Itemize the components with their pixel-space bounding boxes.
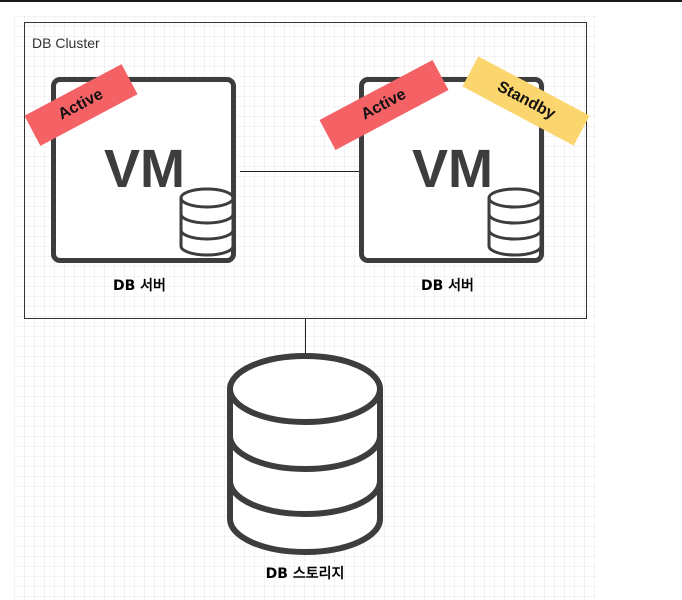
window-top-border	[0, 0, 682, 2]
storage-label: DB 스토리지	[265, 566, 345, 582]
database-icon	[487, 187, 543, 257]
db-cluster-container	[24, 22, 587, 319]
server-label: DB 서버	[421, 278, 474, 294]
vm-label: VM	[412, 139, 493, 199]
server-label: DB 서버	[113, 278, 166, 294]
database-icon	[179, 187, 235, 257]
server-connection-line	[240, 171, 361, 172]
storage-connection-line	[305, 319, 306, 353]
cluster-label: DB Cluster	[32, 35, 100, 51]
database-icon	[227, 353, 383, 555]
vm-label: VM	[104, 139, 185, 199]
